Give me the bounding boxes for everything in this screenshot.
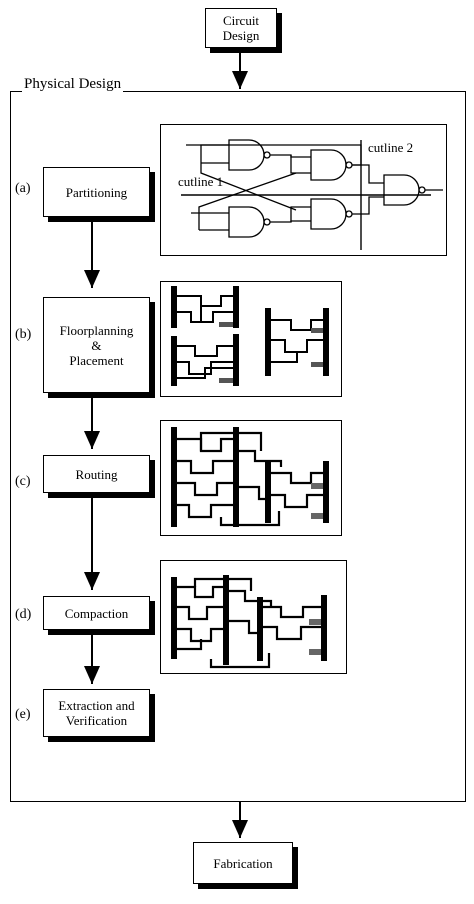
compacted-wires bbox=[171, 575, 327, 669]
cutline-2-label: cutline 2 bbox=[368, 140, 414, 155]
fabrication-box: Fabrication bbox=[193, 842, 293, 884]
nand-gate-5 bbox=[383, 174, 420, 206]
step-box-floorplanning: Floorplanning & Placement bbox=[43, 297, 150, 393]
step-tag-d: (d) bbox=[15, 607, 32, 622]
step-tag-e: (e) bbox=[15, 707, 31, 722]
gate-schematic bbox=[181, 139, 443, 250]
partitioning-schematic bbox=[160, 124, 447, 256]
step-box-compaction: Compaction bbox=[43, 596, 150, 630]
cutline-1-label: cutline 1 bbox=[178, 174, 224, 189]
step-box-partitioning: Partitioning bbox=[43, 167, 150, 217]
nand-gate-3 bbox=[310, 149, 347, 181]
step-tag-a: (a) bbox=[15, 181, 31, 196]
placement-blocks bbox=[171, 286, 329, 386]
nand-gate-2 bbox=[228, 206, 265, 238]
circuit-design-box: Circuit Design bbox=[205, 8, 277, 48]
routing-layout bbox=[160, 420, 342, 536]
physical-design-frame bbox=[10, 91, 466, 802]
step-box-extraction: Extraction and Verification bbox=[43, 689, 150, 737]
step-tag-c: (c) bbox=[15, 474, 31, 489]
routing-wires bbox=[171, 427, 329, 527]
physical-design-title: Physical Design bbox=[22, 76, 124, 93]
step-box-routing: Routing bbox=[43, 455, 150, 493]
step-tag-b: (b) bbox=[15, 327, 32, 342]
placement-layout bbox=[160, 281, 342, 397]
compaction-layout bbox=[160, 560, 347, 674]
nand-gate-4 bbox=[310, 198, 347, 230]
